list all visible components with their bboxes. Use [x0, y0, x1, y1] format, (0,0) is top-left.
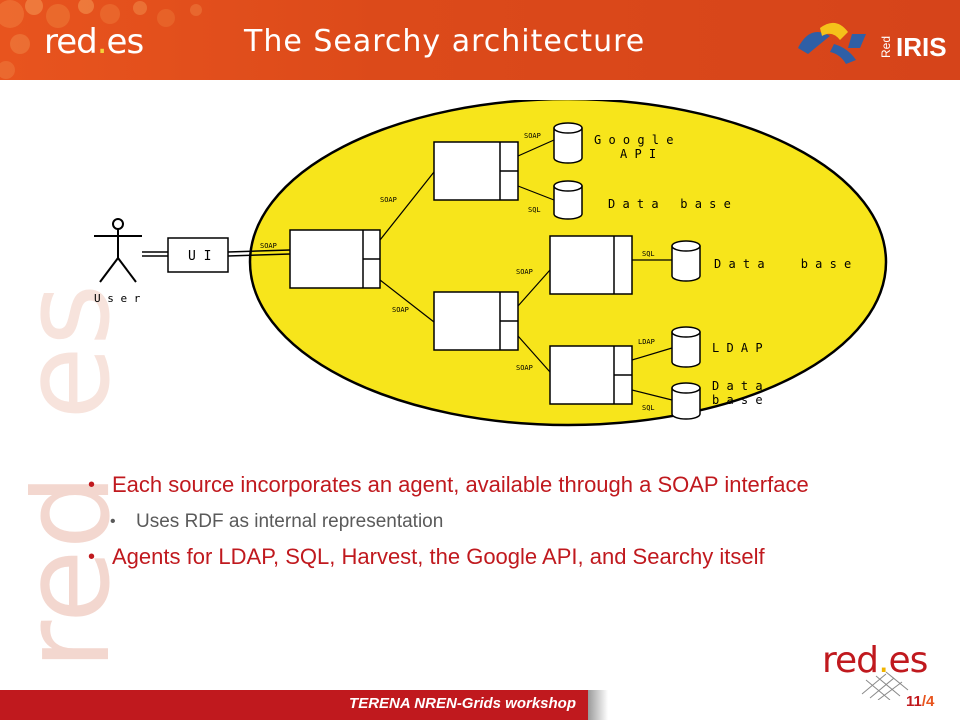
rediris-logo-bottom: red.es — [822, 640, 928, 681]
orange-bubble-pattern — [0, 0, 202, 79]
google-label-line2: A P I — [620, 147, 656, 161]
slide-title: The Searchy architecture — [244, 24, 646, 59]
google-label-line1: G o o g l e — [594, 133, 673, 147]
bullet-item-1: • Each source incorporates an agent, ava… — [84, 470, 864, 500]
google-api-cylinder — [553, 122, 583, 164]
agent-main — [289, 229, 381, 289]
header-bar: red.es The Searchy architecture Red IRIS — [0, 0, 960, 80]
svg-text:es: es — [28, 284, 137, 420]
agent-bottom — [433, 291, 519, 351]
ui-box — [167, 237, 229, 273]
svg-text:red: red — [28, 473, 137, 670]
bullet-icon: • — [88, 546, 96, 568]
rediris-logo-left: red.es — [44, 22, 144, 62]
bullet-list: • Each source incorporates an agent, ava… — [84, 470, 864, 580]
network-grid-icon — [861, 671, 909, 700]
rediris-big-text: IRIS — [896, 32, 947, 62]
user-label: U s e r — [94, 292, 141, 305]
database-cylinder-2 — [671, 240, 701, 282]
user-figure — [94, 218, 142, 283]
soap-label-google: SOAP — [524, 132, 541, 140]
bullet-subitem-1: • Uses RDF as internal representation — [84, 508, 864, 536]
ldap-label-small: LDAP — [638, 338, 655, 346]
database-label-3a: D a t a — [712, 379, 763, 393]
rediris-small-text: Red — [879, 36, 893, 58]
database-label-2: D a t a b a s e — [714, 257, 851, 271]
agent-sql — [549, 235, 633, 295]
sql-label-db3: SQL — [642, 404, 655, 412]
soap-label-main: SOAP — [260, 242, 277, 250]
rediris-logo: Red IRIS — [798, 22, 947, 64]
database-cylinder-3 — [671, 382, 701, 420]
ldap-label: L D A P — [712, 341, 763, 355]
database-label-1: D a t a b a s e — [608, 197, 731, 211]
footer-fade — [588, 690, 608, 720]
soap-label-sub1: SOAP — [516, 268, 533, 276]
bullet-icon: • — [110, 513, 116, 530]
architecture-diagram: U s e r U I SOAP SOAP SOAP SOAP SQL — [94, 100, 888, 427]
bullet-icon: • — [88, 474, 96, 496]
bullet-item-2: • Agents for LDAP, SQL, Harvest, the Goo… — [84, 542, 864, 572]
sql-label-db2: SQL — [642, 250, 655, 258]
footer-workshop-text: TERENA NREN-Grids workshop — [349, 695, 576, 712]
agent-ldap-sql — [549, 345, 633, 405]
vertical-watermark: red es — [28, 284, 137, 670]
database-cylinder-1 — [553, 180, 583, 220]
soap-label-bottom: SOAP — [392, 306, 409, 314]
ui-label: U I — [188, 249, 211, 264]
sql-label-top-db: SQL — [528, 206, 541, 214]
ldap-cylinder — [671, 326, 701, 368]
soap-label-top: SOAP — [380, 196, 397, 204]
page-number: 11/4 — [906, 693, 935, 710]
database-label-3b: b a s e — [712, 393, 763, 407]
soap-label-sub2: SOAP — [516, 364, 533, 372]
agent-top — [433, 141, 519, 201]
footer-red-band — [0, 690, 588, 720]
